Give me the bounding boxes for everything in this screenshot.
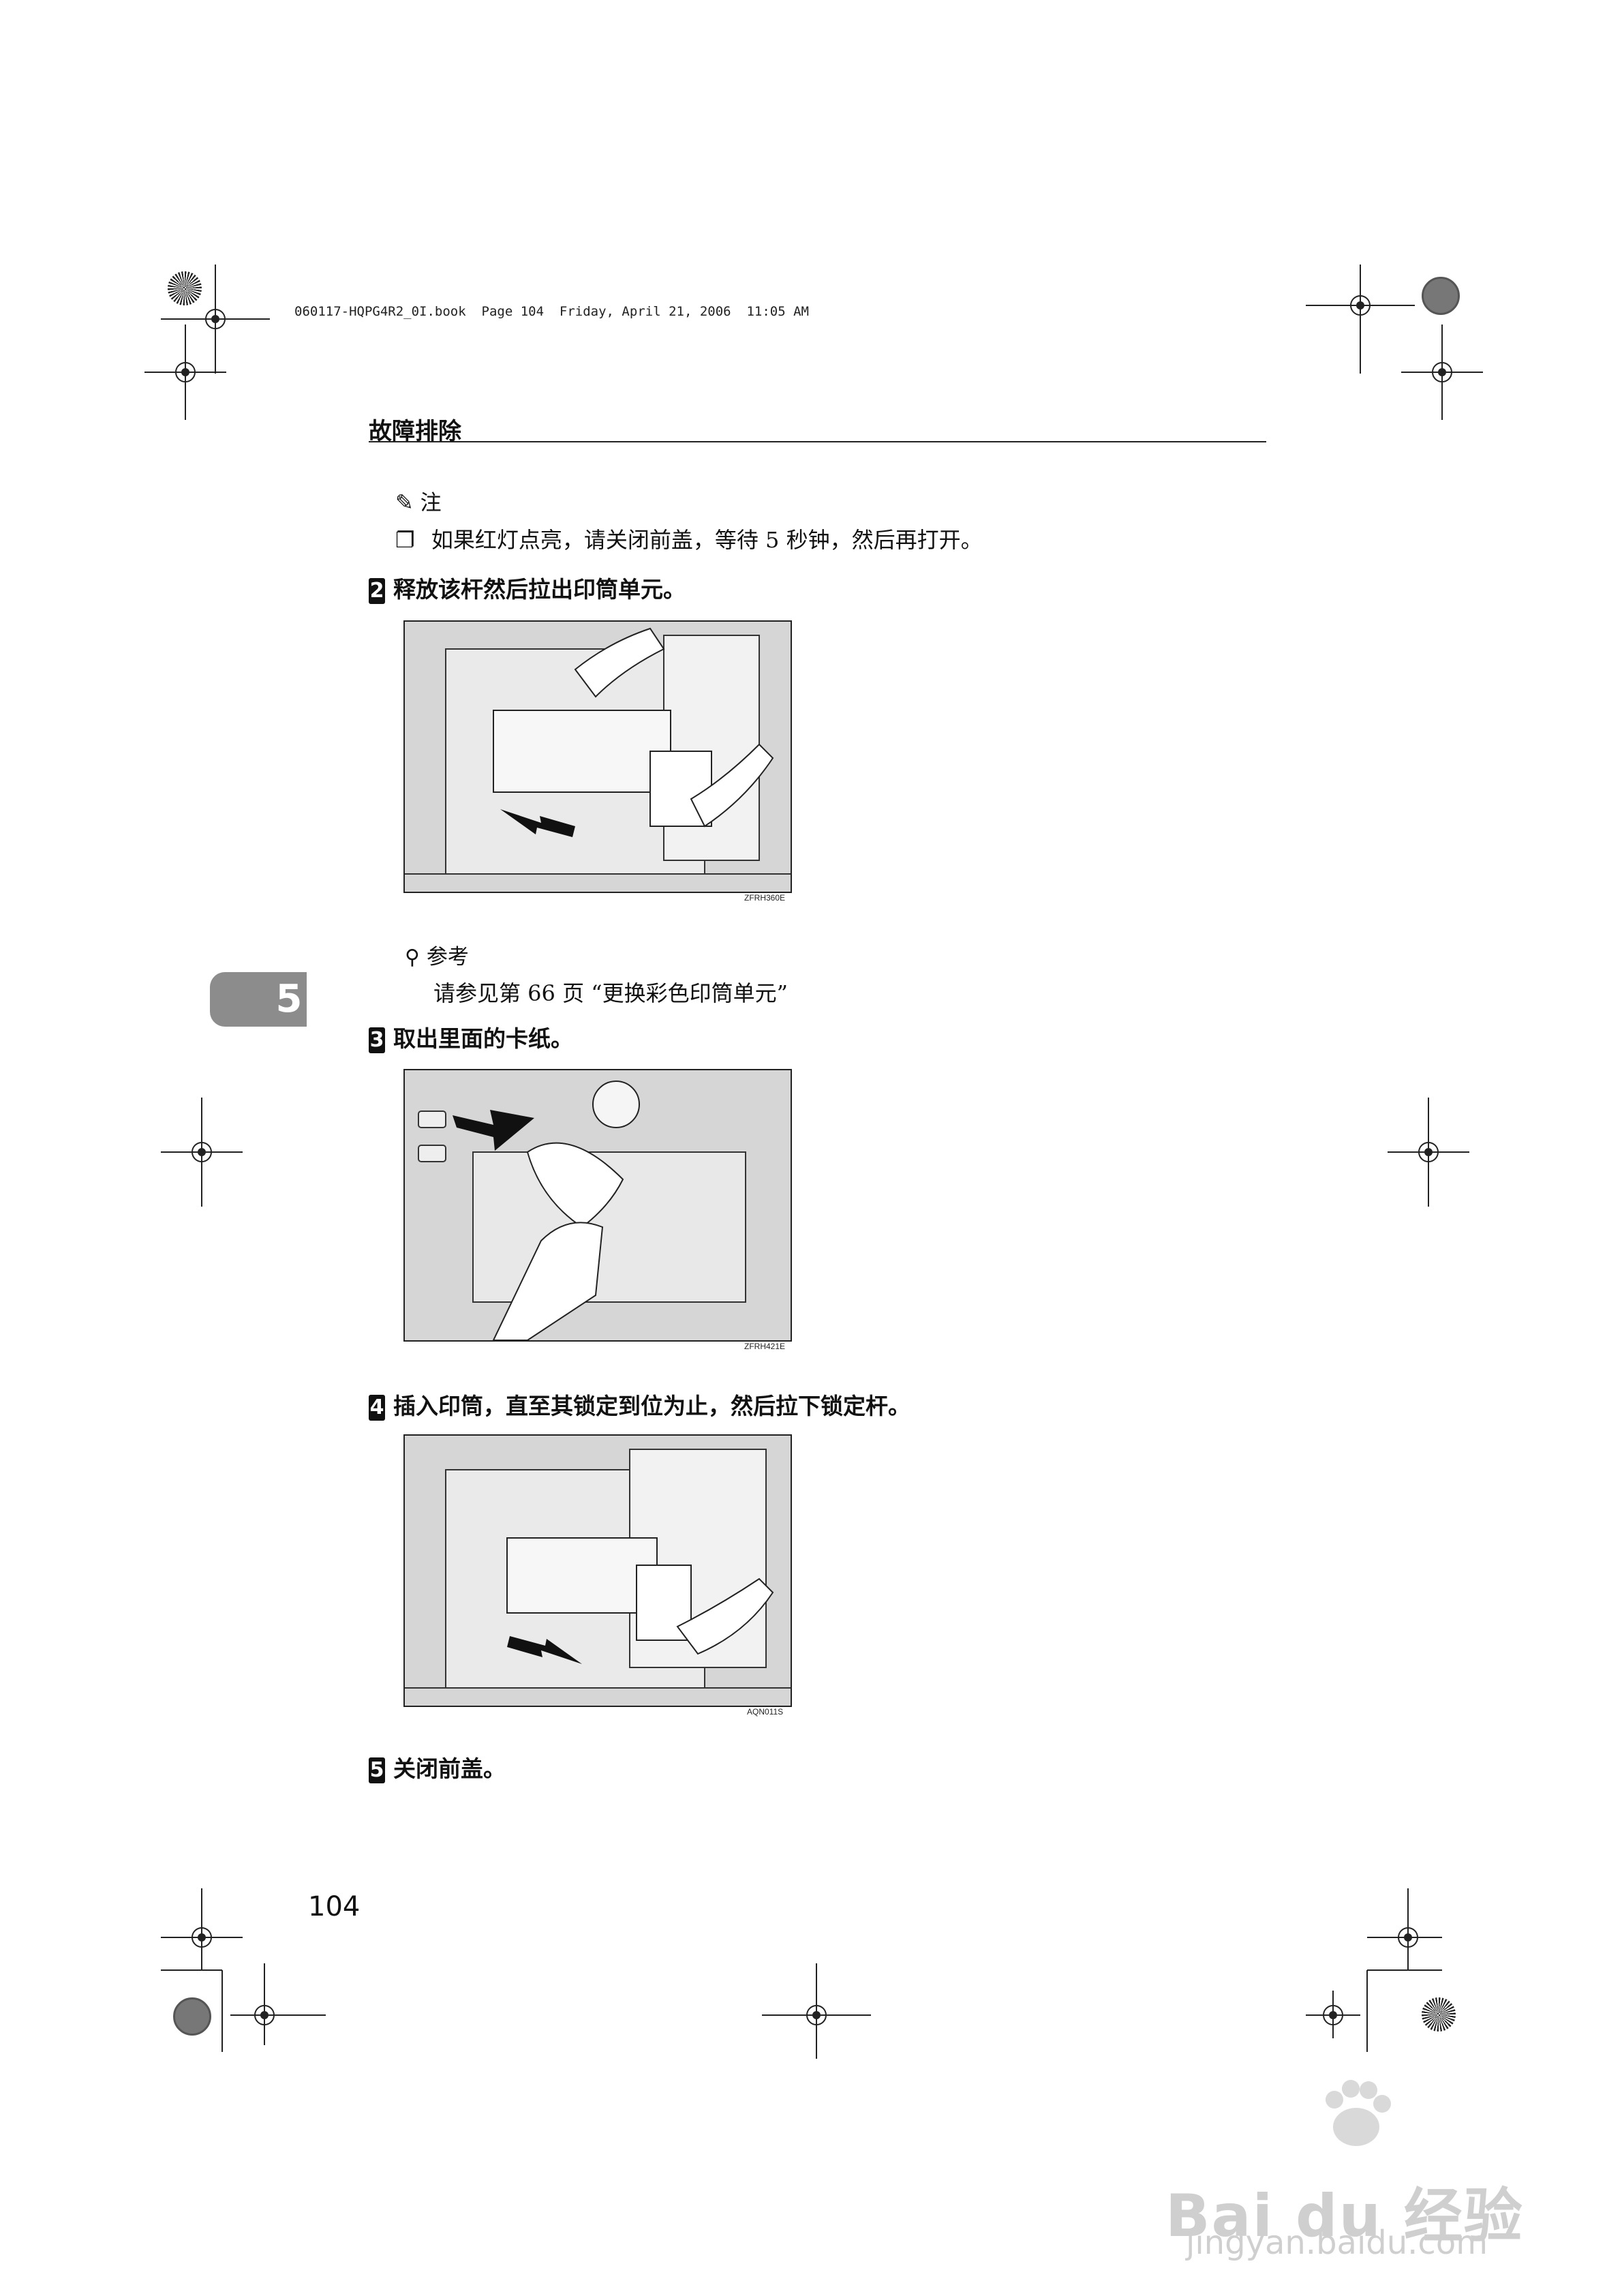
reference-text: 请参见第 66 页 “更换彩色印筒单元” [433,980,788,1006]
registration-mark-mid-left [161,1098,243,1207]
watermark-brand: Bai du 经验 [1165,2182,1524,2250]
checkbox-bullet-icon: ❐ [395,527,415,553]
step-text: 插入印筒，直至其锁定到位为止，然后拉下锁定杆。 [393,1393,911,1419]
registration-mark-bottom-right [1306,1888,1442,2052]
step-text: 关闭前盖。 [393,1755,506,1782]
step-text: 释放该杆然后拉出印筒单元。 [393,576,686,603]
reference-label: 参考 [426,945,469,969]
step-number-badge: 5 [369,1757,385,1783]
figure-code: ZFRH360E [744,893,786,903]
figure-insert-drum-unit [403,1434,792,1707]
watermark-url: jingyan.baidu.com [1186,2224,1488,2262]
step-number-badge: 3 [369,1027,385,1053]
figure-remove-jammed-paper [403,1069,792,1342]
registration-mark-bottom-center [762,1963,871,2059]
step-4: 4 插入印筒，直至其锁定到位为止，然后拉下锁定杆。 [369,1388,911,1421]
note-heading: ✎ 注 [395,485,442,516]
step-5: 5 关闭前盖。 [369,1751,506,1783]
section-title: 故障排除 [369,418,461,445]
magnifier-icon: ⚲ [405,946,420,969]
figure-pull-drum-unit [403,620,792,893]
registration-mark-bottom-left-2 [230,1963,326,2045]
page-number: 104 [308,1891,361,1922]
registration-mark-top-right [1306,265,1415,374]
step-2: 2 释放该杆然后拉出印筒单元。 [369,571,686,604]
chapter-number: 5 [275,977,303,1021]
step-3: 3 取出里面的卡纸。 [369,1021,573,1053]
figure-code: ZFRH421E [744,1342,786,1351]
registration-mark-top-right-2 [1401,324,1483,420]
print-info-line: 060117-HQPG4R2_0I.book Page 104 Friday, … [294,304,809,319]
paw-logo-icon [1315,2072,1397,2154]
figure-code: AQN011S [747,1707,784,1717]
header-rule [369,441,1266,442]
color-wheel-icon-bottom-right [1422,1997,1456,2031]
registration-mark-top-left [161,265,270,374]
registration-mark-top-left-2 [144,324,226,420]
note-text: 如果红灯点亮，请关闭前盖，等待 5 秒钟，然后再打开。 [431,527,983,553]
step-text: 取出里面的卡纸。 [393,1025,573,1052]
chapter-tab [210,972,307,1027]
step-number-badge: 4 [369,1394,385,1421]
color-wheel-icon [168,271,202,305]
note-label: 注 [420,491,442,515]
step-number-badge: 2 [369,577,385,604]
registration-mark-mid-right [1388,1098,1469,1207]
grey-target-icon-bottom-left [173,1997,211,2036]
reference-heading: ⚲ 参考 [405,939,469,970]
grey-target-icon [1422,277,1460,315]
note-item: ❐ 如果红灯点亮，请关闭前盖，等待 5 秒钟，然后再打开。 [395,523,983,554]
pencil-icon: ✎ [395,489,414,515]
registration-mark-bottom-left [161,1888,270,2052]
